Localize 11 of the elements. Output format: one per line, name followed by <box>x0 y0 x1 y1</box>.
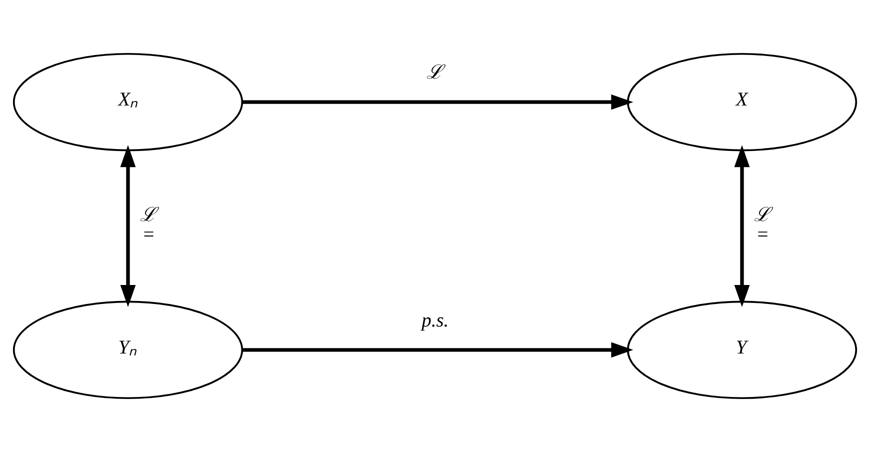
node-ellipse: X <box>626 52 858 152</box>
edge-label: ℒ = <box>754 204 770 246</box>
node-ellipse: Yₙ <box>12 300 244 400</box>
edge-label: p.s. <box>422 310 449 332</box>
arrow <box>120 145 136 308</box>
arrow <box>242 94 634 110</box>
node-ellipse: Y <box>626 300 858 400</box>
edge-label: ℒ = <box>140 204 156 246</box>
arrow <box>242 342 634 358</box>
arrow <box>734 145 750 308</box>
node-ellipse: Xₙ <box>12 52 244 152</box>
